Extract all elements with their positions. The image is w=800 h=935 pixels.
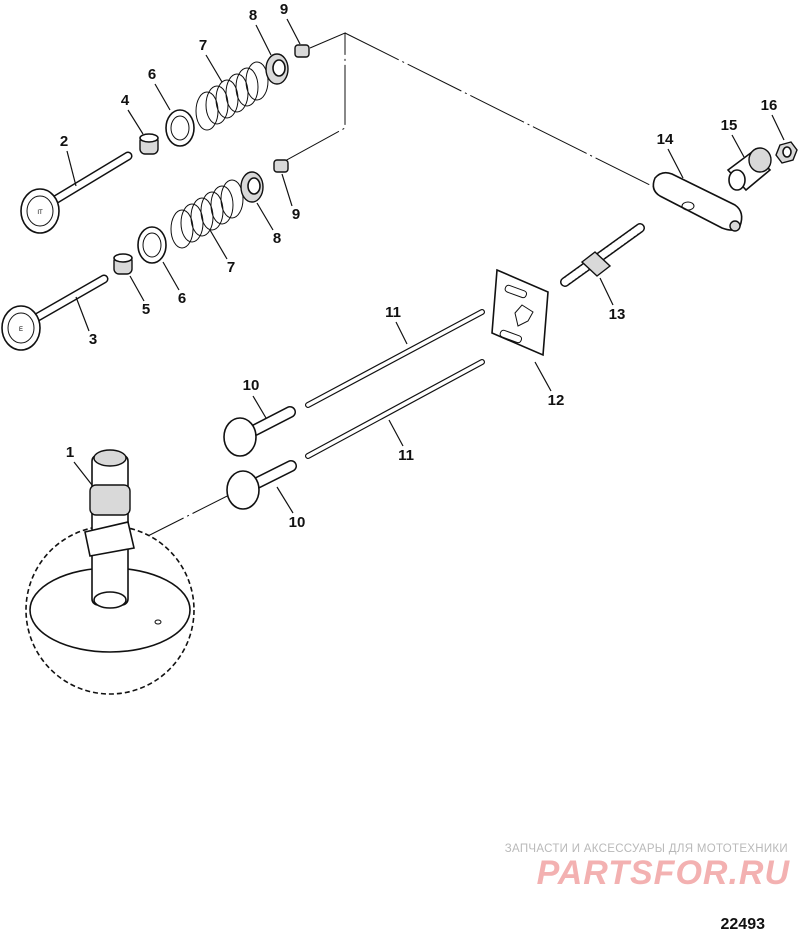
callout-10-lower: 10 [289,514,306,531]
callout-11-lower: 11 [398,447,414,464]
intake-valve-mark: IT [37,210,43,216]
exhaust-valve: E [1,274,109,351]
callout-6-lower: 6 [178,290,186,307]
watermark: ЗАПЧАСТИ И АКСЕССУАРЫ ДЛЯ МОТОТЕХНИКИ PA… [505,843,791,892]
figure-number: 22493 [721,916,766,933]
callout-14: 14 [657,131,674,148]
callout-16: 16 [761,97,778,114]
valve-spring-upper [195,61,269,131]
callouts: 1 2 3 4 5 6 6 7 7 8 8 9 9 10 10 11 11 [60,1,785,531]
callout-12: 12 [548,392,565,409]
adjusting-nut [775,141,798,164]
callout-2: 2 [60,133,68,150]
callout-11-upper: 11 [385,304,401,321]
tappet-upper [223,406,296,457]
callout-9-upper: 9 [280,1,288,18]
callout-9-lower: 9 [292,206,300,223]
callout-8-lower: 8 [273,230,281,247]
callout-8-upper: 8 [249,7,257,24]
rocker-pivot [726,147,772,192]
spring-washer-lower [137,226,167,264]
callout-7-upper: 7 [199,37,207,54]
valve-stem-seal-lower [113,253,133,275]
valve-keeper-lower [273,159,289,173]
push-rod-lower [305,359,485,459]
spring-retainer-upper [265,53,289,85]
spring-washer-upper [165,109,195,147]
callout-3: 3 [89,331,97,348]
callout-4: 4 [121,92,130,109]
rocker-arm [652,171,743,232]
push-rod-upper [305,309,485,408]
callout-15: 15 [721,117,738,134]
callout-13: 13 [609,306,626,323]
valve-keeper-upper [294,44,310,58]
guide-plate [491,268,549,357]
camshaft-gear [25,449,195,695]
callout-10-upper: 10 [243,377,260,394]
callout-7-lower: 7 [227,259,235,276]
exhaust-valve-mark: E [19,327,23,333]
callout-6-upper: 6 [148,66,156,83]
assembly-centerlines [129,32,691,546]
callout-5: 5 [142,301,150,318]
spring-retainer-lower [240,171,264,203]
rocker-stud [560,223,645,287]
watermark-caption: ЗАПЧАСТИ И АКСЕССУАРЫ ДЛЯ МОТОТЕХНИКИ [505,843,788,855]
valve-stem-seal-upper [139,133,159,155]
intake-valve: IT [20,151,133,234]
valve-spring-lower [170,179,244,249]
watermark-logo: PARTSFOR.RU [537,854,791,892]
tappet-lower [226,460,297,510]
callout-1: 1 [66,444,74,461]
